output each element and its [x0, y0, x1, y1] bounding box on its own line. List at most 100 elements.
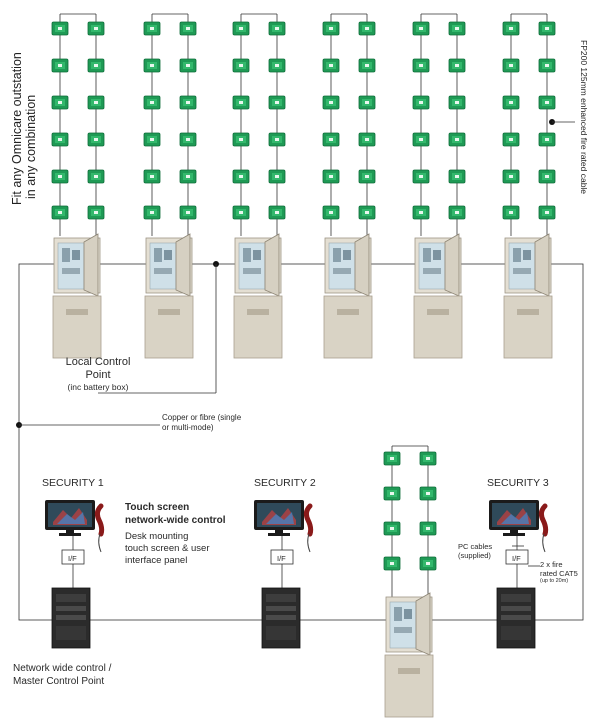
outstation-unit	[322, 132, 340, 147]
touch-desc-line2: touch screen & user	[125, 543, 210, 554]
outstation-unit	[143, 132, 161, 147]
local-control-sub: (inc battery box)	[67, 382, 129, 392]
outstation-unit	[322, 95, 340, 110]
outstation-unit	[412, 205, 430, 220]
master-control-rack	[51, 587, 91, 649]
pc-cables-line2: (supplied)	[458, 551, 491, 560]
outstation-unit	[268, 21, 286, 36]
outstation-unit	[179, 58, 197, 73]
outstation-unit	[87, 169, 105, 184]
cat5-line2: rated CAT5	[540, 569, 578, 578]
touch-screen-title: Touch screen network-wide control	[125, 501, 226, 527]
outstation-unit	[538, 169, 556, 184]
outstation-unit	[143, 58, 161, 73]
outstation-unit	[232, 132, 250, 147]
local-control-cabinet	[384, 592, 434, 718]
outstation-unit	[412, 21, 430, 36]
outstation-unit	[358, 132, 376, 147]
local-control-cabinet	[323, 233, 373, 359]
outstation-unit	[502, 58, 520, 73]
outstation-unit	[502, 169, 520, 184]
network-wide-line2: Master Control Point	[13, 676, 105, 687]
outstation-unit	[322, 58, 340, 73]
outstation-unit	[383, 556, 401, 571]
cat5-label: 2 x fire rated CAT5 (up to 20m)	[540, 560, 578, 585]
copper-fibre-line1: Copper or fibre (single	[162, 413, 242, 422]
outstation-unit	[51, 58, 69, 73]
outstation-unit	[448, 21, 466, 36]
outstation-unit	[419, 521, 437, 536]
copper-fibre-line2: or multi-mode)	[162, 423, 214, 432]
security-1-label: SECURITY 1	[42, 477, 104, 489]
local-control-cabinet	[52, 233, 102, 359]
outstation-unit	[358, 205, 376, 220]
outstation-unit	[322, 169, 340, 184]
outstation-unit	[412, 169, 430, 184]
network-wide-line1: Network wide control /	[13, 663, 112, 674]
local-control-cabinet	[233, 233, 283, 359]
outstation-unit	[143, 21, 161, 36]
outstation-unit	[143, 205, 161, 220]
outstation-unit	[538, 21, 556, 36]
network-ring-cable	[18, 263, 584, 621]
outstation-unit	[232, 21, 250, 36]
fp200-cable-label: FP200 125mm enhanced fire rated cable	[579, 40, 589, 194]
outstation-unit	[383, 486, 401, 501]
touch-screen-desc: Desk mounting touch screen & user interf…	[125, 531, 210, 567]
outstation-unit	[538, 95, 556, 110]
outstation-unit	[51, 132, 69, 147]
if-label-1: I/F	[68, 554, 77, 563]
outstation-unit	[87, 132, 105, 147]
outstation-unit	[232, 205, 250, 220]
outstation-unit	[322, 21, 340, 36]
outstation-unit	[232, 169, 250, 184]
outstation-unit	[448, 169, 466, 184]
outstation-unit	[383, 451, 401, 466]
outstation-unit	[538, 132, 556, 147]
outstation-unit	[87, 21, 105, 36]
outstation-unit	[143, 169, 161, 184]
outstation-unit	[232, 95, 250, 110]
omnicare-label-line1: Fit any Omnicare outstation	[10, 52, 24, 205]
outstation-unit	[448, 132, 466, 147]
touch-title-line1: Touch screen	[125, 502, 190, 513]
outstation-unit	[502, 21, 520, 36]
outstation-unit	[87, 95, 105, 110]
local-control-line2: Point	[85, 369, 111, 381]
local-control-label: Local Control Point (inc battery box)	[43, 356, 153, 393]
outstation-unit	[358, 58, 376, 73]
outstation-unit	[87, 58, 105, 73]
pc-cables-label: PC cables (supplied)	[458, 542, 492, 560]
outstation-unit	[448, 95, 466, 110]
touch-title-line2: network-wide control	[125, 515, 226, 526]
outstation-unit	[179, 95, 197, 110]
omnicare-label: Fit any Omnicare outstation in any combi…	[10, 52, 38, 205]
outstation-unit	[268, 205, 286, 220]
outstation-unit	[268, 169, 286, 184]
outstation-unit	[502, 205, 520, 220]
outstation-unit	[538, 205, 556, 220]
outstation-unit	[87, 205, 105, 220]
outstation-unit	[358, 21, 376, 36]
touch-desc-line3: interface panel	[125, 555, 188, 566]
local-control-line1: Local Control	[65, 356, 131, 368]
outstation-unit	[502, 132, 520, 147]
network-wide-label: Network wide control / Master Control Po…	[13, 662, 111, 688]
outstation-unit	[51, 21, 69, 36]
outstation-unit	[419, 451, 437, 466]
outstation-unit	[538, 58, 556, 73]
touch-desc-line1: Desk mounting	[125, 531, 189, 542]
security-3-label: SECURITY 3	[487, 477, 549, 489]
outstation-unit	[179, 21, 197, 36]
outstation-unit	[419, 556, 437, 571]
local-control-cabinet	[413, 233, 463, 359]
outstation-unit	[51, 205, 69, 220]
master-control-rack	[496, 587, 536, 649]
outstation-unit	[383, 521, 401, 536]
outstation-unit	[179, 132, 197, 147]
outstation-unit	[322, 205, 340, 220]
outstation-unit	[358, 95, 376, 110]
outstation-unit	[419, 486, 437, 501]
outstation-unit	[51, 95, 69, 110]
